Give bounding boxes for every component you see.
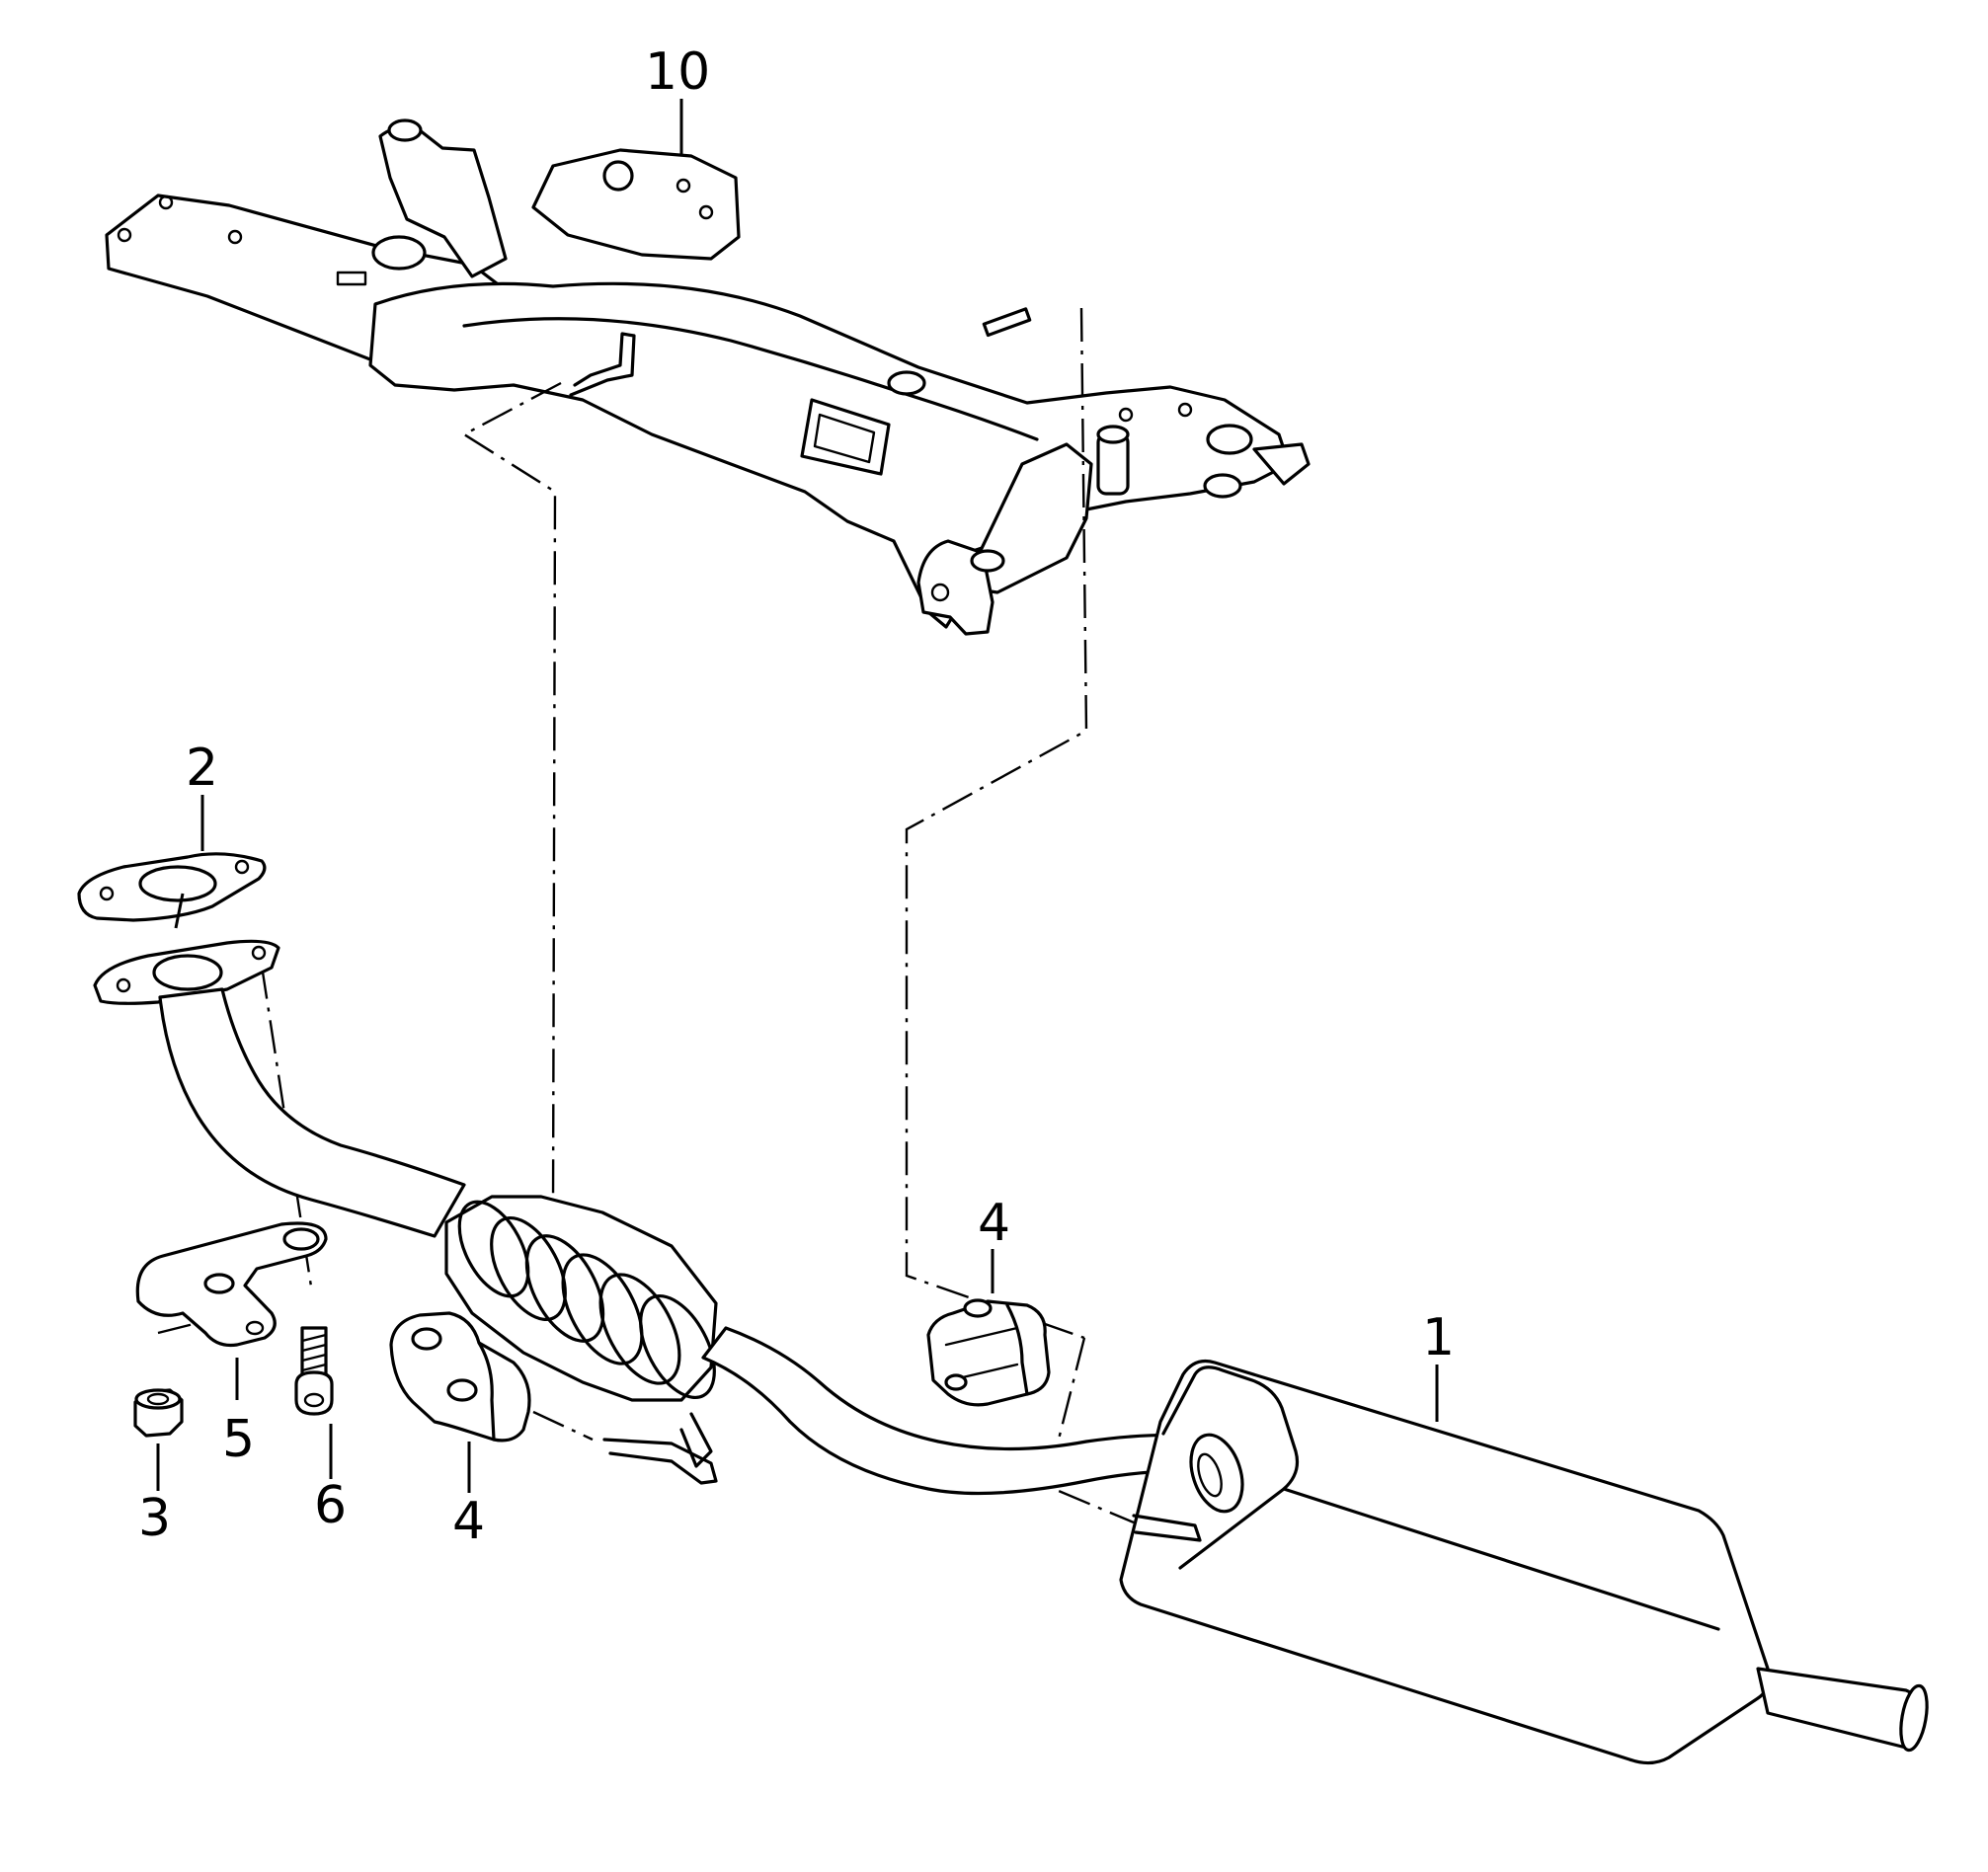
- callout-10: 10: [645, 42, 710, 102]
- callout-labels: 10 2 4 1 5 3 6 4: [138, 42, 1455, 1551]
- callout-1: 1: [1422, 1308, 1455, 1367]
- callout-5: 5: [222, 1410, 255, 1469]
- callout-4-lower: 4: [452, 1492, 485, 1551]
- flange-nut-part[interactable]: [133, 1388, 184, 1438]
- callout-6: 6: [314, 1476, 347, 1535]
- exhaust-pipe-muffler-part[interactable]: [93, 939, 1932, 1765]
- bracket-part[interactable]: [135, 1221, 328, 1348]
- callout-2: 2: [186, 739, 218, 798]
- gasket-part[interactable]: [77, 852, 267, 922]
- callout-3: 3: [138, 1489, 171, 1548]
- callout-4-upper: 4: [978, 1194, 1010, 1253]
- subframe-part[interactable]: [105, 118, 1311, 636]
- rubber-mount-part-left[interactable]: [389, 1311, 531, 1443]
- bolt-part[interactable]: [294, 1326, 334, 1416]
- leader-lines: [156, 99, 1439, 1493]
- rubber-mount-part-right[interactable]: [926, 1298, 1051, 1407]
